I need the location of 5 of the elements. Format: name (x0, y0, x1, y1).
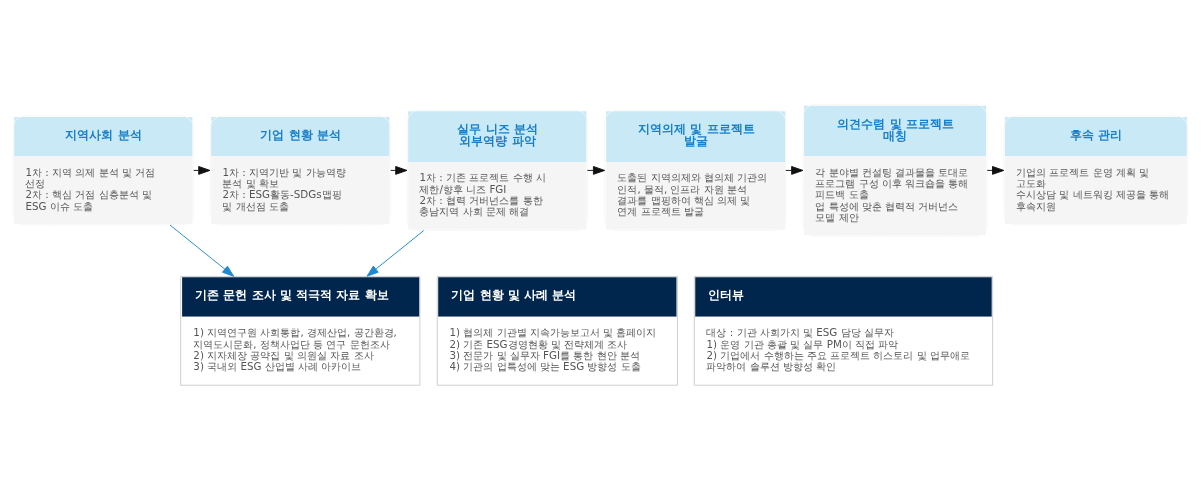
arrow (169, 224, 235, 277)
arrow (785, 166, 804, 175)
arrow (986, 166, 1005, 175)
arrow (586, 166, 606, 175)
arrow (366, 230, 425, 277)
